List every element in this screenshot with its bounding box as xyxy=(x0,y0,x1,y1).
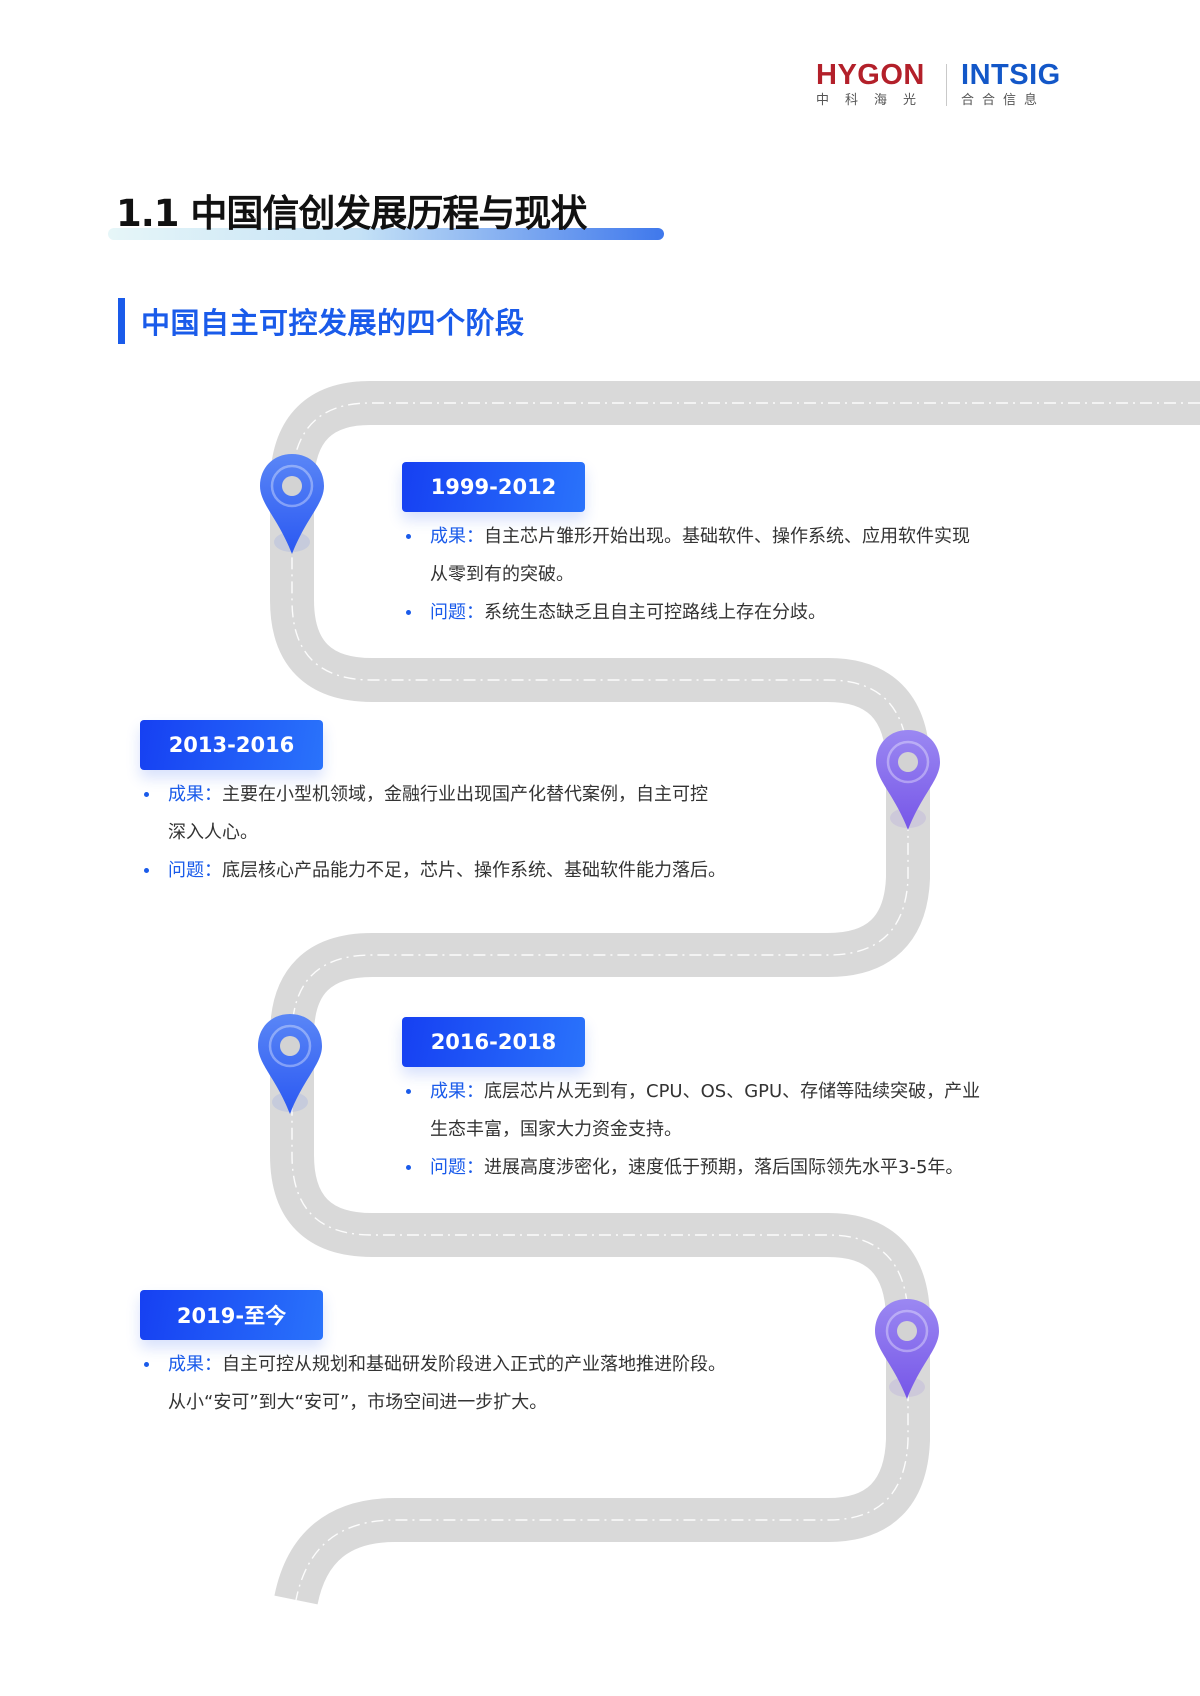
bullet-icon xyxy=(406,1165,411,1170)
section-title: 中国自主可控发展的四个阶段 xyxy=(141,306,525,340)
point-text-cont: 生态丰富，国家大力资金支持。 xyxy=(430,1119,682,1140)
list-item: 成果：底层芯片从无到有，CPU、OS、GPU、存储等陆续突破，产业 生态丰富，国… xyxy=(402,1073,980,1149)
point-text: 底层核心产品能力不足，芯片、操作系统、基础软件能力落后。 xyxy=(222,860,726,881)
stage-points-list: 成果：主要在小型机领域，金融行业出现国产化替代案例，自主可控 深入人心。 问题：… xyxy=(140,776,726,890)
point-label: 成果 xyxy=(430,1081,466,1102)
hygon-logo-cn: 中科海光 xyxy=(816,93,933,108)
stage-points-list: 成果：底层芯片从无到有，CPU、OS、GPU、存储等陆续突破，产业 生态丰富，国… xyxy=(402,1073,980,1187)
point-label: 成果 xyxy=(168,784,204,805)
point-text: 自主芯片雏形开始出现。基础软件、操作系统、应用软件实现 xyxy=(484,526,970,547)
list-item: 成果：主要在小型机领域，金融行业出现国产化替代案例，自主可控 深入人心。 xyxy=(140,776,726,852)
list-item: 成果：自主可控从规划和基础研发阶段进入正式的产业落地推进阶段。 从小“安可”到大… xyxy=(140,1346,726,1422)
stage-period-badge: 2013-2016 xyxy=(140,720,323,770)
point-text-cont: 深入人心。 xyxy=(168,822,258,843)
point-text: 进展高度涉密化，速度低于预期，落后国际领先水平3-5年。 xyxy=(484,1157,964,1178)
point-separator: ： xyxy=(204,784,222,805)
point-text: 底层芯片从无到有，CPU、OS、GPU、存储等陆续突破，产业 xyxy=(484,1081,981,1102)
point-separator: ： xyxy=(466,1081,484,1102)
stage-period-badge: 2019-至今 xyxy=(140,1290,323,1340)
stage-period-badge: 2016-2018 xyxy=(402,1017,585,1067)
hygon-logo: HYGON 中科海光 xyxy=(816,60,932,110)
bullet-icon xyxy=(406,534,411,539)
location-pin-icon xyxy=(876,730,940,830)
point-label: 成果 xyxy=(168,1354,204,1375)
point-separator: ： xyxy=(204,1354,222,1375)
location-pin-icon xyxy=(258,1014,322,1114)
intsig-logo-text: INTSIG xyxy=(961,59,1061,91)
list-item: 问题：进展高度涉密化，速度低于预期，落后国际领先水平3-5年。 xyxy=(402,1149,980,1187)
point-text-cont: 从零到有的突破。 xyxy=(430,564,574,585)
point-label: 问题 xyxy=(168,860,204,881)
bullet-icon xyxy=(144,1362,149,1367)
location-pin-icon xyxy=(875,1299,939,1399)
stage-points-list: 成果：自主可控从规划和基础研发阶段进入正式的产业落地推进阶段。 从小“安可”到大… xyxy=(140,1346,726,1422)
list-item: 问题：底层核心产品能力不足，芯片、操作系统、基础软件能力落后。 xyxy=(140,852,726,890)
page-title: 1.1 中国信创发展历程与现状 xyxy=(116,192,587,235)
stage-points-list: 成果：自主芯片雏形开始出现。基础软件、操作系统、应用软件实现 从零到有的突破。 … xyxy=(402,518,970,632)
bullet-icon xyxy=(406,610,411,615)
intsig-logo-cn: 合合信息 xyxy=(961,93,1046,108)
point-text-cont: 从小“安可”到大“安可”，市场空间进一步扩大。 xyxy=(168,1392,548,1413)
list-item: 问题：系统生态缺乏且自主可控路线上存在分歧。 xyxy=(402,594,970,632)
bullet-icon xyxy=(144,868,149,873)
intsig-logo: INTSIG 合合信息 xyxy=(961,60,1061,110)
page-title-block: 1.1 中国信创发展历程与现状 xyxy=(108,192,664,240)
point-label: 成果 xyxy=(430,526,466,547)
bullet-icon xyxy=(406,1089,411,1094)
point-label: 问题 xyxy=(430,602,466,623)
stage-period-badge: 1999-2012 xyxy=(402,462,585,512)
point-separator: ： xyxy=(466,526,484,547)
point-label: 问题 xyxy=(430,1157,466,1178)
logo-divider xyxy=(946,64,948,106)
point-separator: ： xyxy=(466,1157,484,1178)
point-text: 自主可控从规划和基础研发阶段进入正式的产业落地推进阶段。 xyxy=(222,1354,726,1375)
point-separator: ： xyxy=(466,602,484,623)
section-accent-bar xyxy=(118,298,125,344)
list-item: 成果：自主芯片雏形开始出现。基础软件、操作系统、应用软件实现 从零到有的突破。 xyxy=(402,518,970,594)
location-pin-icon xyxy=(260,454,324,554)
header-logos: HYGON 中科海光 INTSIG 合合信息 xyxy=(816,60,1061,110)
point-text: 系统生态缺乏且自主可控路线上存在分歧。 xyxy=(484,602,826,623)
bullet-icon xyxy=(144,792,149,797)
hygon-logo-text: HYGON xyxy=(816,59,925,91)
point-separator: ： xyxy=(204,860,222,881)
point-text: 主要在小型机领域，金融行业出现国产化替代案例，自主可控 xyxy=(222,784,708,805)
section-heading: 中国自主可控发展的四个阶段 xyxy=(118,298,525,344)
title-underline xyxy=(108,228,664,240)
